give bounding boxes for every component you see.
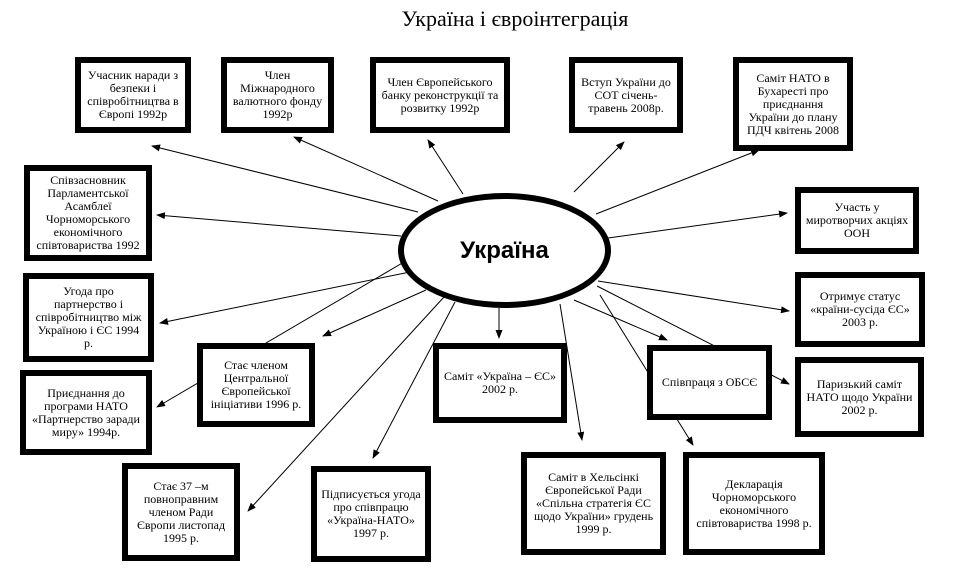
node-bsec-declaration: Декларація Чорноморського економічного с… — [683, 452, 825, 555]
node-pfp: Приєднання до програми НАТО «Партнерство… — [20, 370, 152, 455]
arrow-to-eu-partnership — [159, 271, 411, 325]
node-nato-bucharest: Саміт НАТО в Бухаресті про приєднання Ук… — [733, 57, 853, 151]
node-eu-partnership: Угода про партнерство і співробітництво … — [23, 273, 154, 362]
arrow-to-bsec-declaration — [599, 294, 694, 446]
arrow-to-nato-agreement — [372, 301, 456, 459]
arrow-to-imf — [293, 136, 439, 202]
node-ukraine-eu-summit: Саміт «Україна – ЄС» 2002 р. — [433, 343, 567, 423]
arrow-to-bsec-parliament — [156, 212, 402, 237]
diagram-title: Україна і євроінтеграція — [401, 6, 629, 31]
node-osce-meeting: Учасник наради з безпеки і співробітницт… — [75, 57, 191, 133]
node-paris-summit: Паризький саміт НАТО щодо України 2002 р… — [795, 357, 924, 437]
node-osce-cooperation: Співпраця з ОБСЄ — [647, 345, 772, 420]
arrow-to-osce-cooperation — [573, 299, 668, 341]
arrow-to-cei — [322, 289, 427, 337]
node-bsec-parliament: Співзасновник Парламентської Асамблеї Чо… — [24, 165, 152, 261]
arrow-to-eu-neighbour — [597, 280, 790, 314]
arrow-to-ebrd — [427, 139, 464, 195]
node-cei: Стає членом Центральної Європейської іні… — [197, 343, 315, 427]
node-un-peacekeeping: Участь у миротворчих акціях ООН — [795, 187, 919, 254]
node-helsinki: Саміт в Хельсінкі Європейської Ради «Спі… — [521, 452, 666, 555]
node-eu-neighbour: Отримує статус «країни-сусіда ЄС» 2003 р… — [795, 272, 925, 347]
node-nato-agreement: Підписується угода про співпрацю «Україн… — [311, 466, 431, 562]
arrow-to-un-peacekeeping — [607, 210, 788, 239]
arrow-to-helsinki — [559, 303, 585, 441]
arrow-to-council-europe — [247, 296, 445, 512]
node-wto: Вступ України до СОТ січень-травень 2008… — [569, 57, 683, 133]
hub-ukraine: Україна — [398, 193, 611, 308]
node-council-europe: Стає 37 –м повноправним членом Ради Євро… — [122, 463, 240, 561]
arrow-to-osce-meeting — [151, 144, 419, 213]
node-ebrd: Член Європейського банку реконструкції т… — [370, 57, 510, 133]
arrow-to-wto — [573, 141, 625, 193]
node-imf: Член Міжнародного валютного фонду 1992р — [221, 57, 334, 133]
arrow-to-nato-bucharest — [595, 149, 760, 215]
